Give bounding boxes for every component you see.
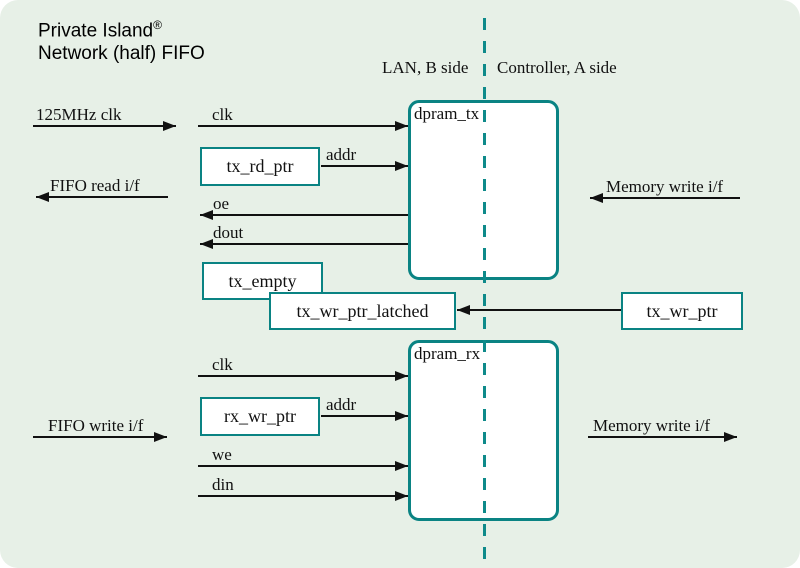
label-fifo-read: FIFO read i/f — [50, 176, 140, 195]
label-tx-oe: oe — [213, 194, 230, 213]
arrow-mem-write-top: Memory write i/f — [590, 177, 740, 199]
label-rx-we: we — [212, 445, 232, 464]
arrow-fifo-write: FIFO write i/f — [33, 416, 167, 438]
arrow-ext-clk: 125MHz clk — [33, 105, 176, 127]
title-line2: Network (half) FIFO — [38, 43, 205, 65]
label-tx-addr: addr — [326, 145, 357, 164]
label-rx-din: din — [212, 475, 234, 494]
label-fifo-write: FIFO write i/f — [48, 416, 144, 435]
box-tx-empty-label: tx_empty — [228, 270, 297, 291]
label-ext-clk: 125MHz clk — [36, 105, 122, 124]
label-mem-write-top: Memory write i/f — [606, 177, 724, 196]
clock-domain-divider — [483, 18, 486, 560]
arrow-tx-wr-ptr-to-latched — [457, 309, 621, 311]
arrow-mem-write-bottom: Memory write i/f — [588, 416, 737, 438]
box-tx-wr-ptr-label: tx_wr_ptr — [646, 300, 718, 321]
block-dpram-tx-label: dpram_tx — [414, 104, 480, 123]
box-rx-wr-ptr-label: rx_wr_ptr — [224, 406, 296, 426]
arrow-rx-din: din — [198, 475, 408, 497]
registered-mark: ® — [153, 18, 162, 32]
diagram-title: Private Island® Network (half) FIFO — [38, 14, 205, 65]
box-tx-rd-ptr: tx_rd_ptr — [200, 147, 320, 186]
box-tx-wr-ptr-latched: tx_wr_ptr_latched — [269, 292, 456, 330]
arrow-tx-addr: addr — [321, 145, 408, 167]
box-tx-rd-ptr-label: tx_rd_ptr — [226, 156, 294, 176]
title-line1: Private Island — [38, 20, 154, 42]
arrow-fifo-read: FIFO read i/f — [36, 176, 168, 198]
arrow-tx-dout: dout — [200, 223, 408, 245]
arrow-tx-clk: clk — [198, 105, 408, 127]
label-tx-clk: clk — [212, 105, 233, 124]
side-label-lan-b: LAN, B side — [382, 58, 469, 77]
box-tx-wr-ptr: tx_wr_ptr — [621, 292, 743, 330]
label-tx-dout: dout — [213, 223, 244, 242]
label-rx-addr: addr — [326, 395, 357, 414]
block-dpram-rx-label: dpram_rx — [414, 344, 481, 363]
arrow-rx-we: we — [198, 445, 408, 467]
box-rx-wr-ptr: rx_wr_ptr — [200, 397, 320, 436]
label-rx-clk: clk — [212, 355, 233, 374]
side-label-controller-a: Controller, A side — [497, 58, 617, 77]
label-mem-write-bottom: Memory write i/f — [593, 416, 711, 435]
arrow-tx-oe: oe — [200, 194, 408, 216]
arrow-rx-addr: addr — [321, 395, 408, 417]
arrow-rx-clk: clk — [198, 355, 408, 377]
box-tx-wr-ptr-latched-label: tx_wr_ptr_latched — [296, 300, 429, 321]
